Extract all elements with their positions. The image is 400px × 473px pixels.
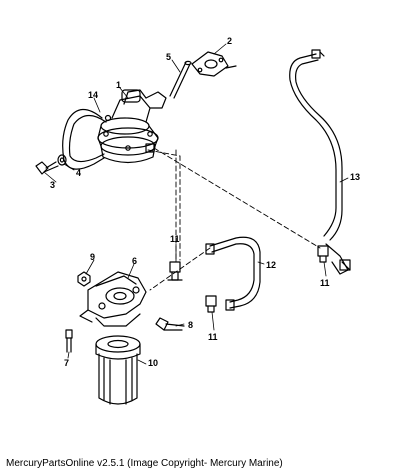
- gasket-plate: [191, 51, 237, 77]
- callout-6: 6: [132, 256, 137, 266]
- callout-5: 5: [166, 52, 171, 62]
- callout-leaders: [43, 43, 349, 365]
- vent-hose: [62, 108, 107, 170]
- fitting-11-upper: [167, 261, 183, 281]
- callout-8: 8: [188, 320, 193, 330]
- push-rod: [169, 60, 192, 99]
- fitting-11-lower: [205, 295, 217, 313]
- callout-11-upper: 11: [170, 234, 180, 244]
- screw-3: [35, 161, 59, 175]
- fuel-pump: [97, 89, 167, 164]
- callout-1: 1: [116, 80, 121, 90]
- copyright-footer: MercuryPartsOnline v2.5.1 (Image Copyrig…: [6, 458, 283, 469]
- fuel-line-12: [205, 236, 261, 311]
- callout-10: 10: [148, 358, 158, 368]
- callout-11-lower: 11: [208, 332, 218, 342]
- nut-9: [77, 271, 91, 287]
- callout-labels: 1 2 3 4 5 6 7 8 9 10 11 11 11 12 13 14: [50, 36, 360, 368]
- filter-bracket: [79, 271, 147, 327]
- washer-4: [57, 154, 67, 166]
- callout-13: 13: [350, 172, 360, 182]
- callout-9: 9: [90, 252, 95, 262]
- callout-4: 4: [76, 168, 81, 178]
- fuel-line: [289, 49, 351, 275]
- callout-12: 12: [266, 260, 276, 270]
- screw-8: [155, 317, 185, 331]
- bolt-7: [65, 329, 73, 353]
- callout-3: 3: [50, 180, 55, 190]
- callout-2: 2: [227, 36, 232, 46]
- fuel-filter: [95, 335, 141, 405]
- assembly-leader-lines: [147, 147, 321, 291]
- callout-11-right: 11: [320, 278, 330, 288]
- callout-7: 7: [64, 358, 69, 368]
- callout-14: 14: [88, 90, 98, 100]
- fitting-11-right: [317, 245, 329, 263]
